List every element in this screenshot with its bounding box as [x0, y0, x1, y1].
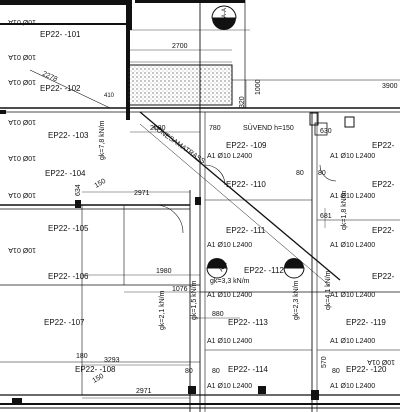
- label-ep115: EP22-: [372, 141, 395, 150]
- label-ep108: EP22- -108: [75, 365, 116, 374]
- svg-text:2080: 2080: [150, 125, 166, 132]
- label-ep104: EP22- -104: [45, 169, 86, 178]
- svg-text:gk=2,3 kN/m: gk=2,3 kN/m: [293, 280, 300, 320]
- svg-text:qk=1,8 kN/m: qk=1,8 kN/m: [341, 190, 348, 230]
- label-ep102: EP22- -102: [40, 84, 81, 93]
- svg-text:A1 Ø10 L2400: A1 Ø10 L2400: [330, 193, 375, 200]
- label-ep105: EP22- -105: [48, 224, 89, 233]
- svg-text:80: 80: [296, 170, 304, 177]
- svg-text:gk=1,5 kN/m: gk=1,5 kN/m: [191, 280, 198, 320]
- svg-text:80: 80: [318, 170, 326, 177]
- svg-text:A1 Ø10 L2400: A1 Ø10 L2400: [330, 242, 375, 249]
- svg-text:10Ø 01A: 10Ø 01A: [8, 78, 36, 85]
- svg-text:KONESAMATRASS: KONESAMATRASS: [151, 124, 206, 166]
- svg-text:A1 Ø10 L2400: A1 Ø10 L2400: [207, 242, 252, 249]
- svg-text:A-A: A-A: [222, 8, 228, 18]
- dimension-values: 2700 3900 1000 320 2278 410 2080 780 630…: [41, 43, 398, 395]
- svg-text:A1 Ø10 L2400: A1 Ø10 L2400: [330, 383, 375, 390]
- svg-text:3293: 3293: [104, 357, 120, 364]
- label-ep103: EP22- -103: [48, 131, 89, 140]
- svg-text:630: 630: [320, 128, 332, 135]
- svg-text:320: 320: [239, 96, 246, 108]
- svg-text:gk=7,8 kN/m: gk=7,8 kN/m: [99, 120, 106, 160]
- door-arcs: [154, 164, 337, 234]
- svg-text:880: 880: [212, 311, 224, 318]
- hatched-slab: [127, 64, 233, 106]
- svg-text:2971: 2971: [136, 388, 152, 395]
- svg-text:1000: 1000: [255, 79, 262, 95]
- svg-text:A1 Ø10 L2400: A1 Ø10 L2400: [207, 153, 252, 160]
- label-ep116: EP22-: [372, 180, 395, 189]
- svg-text:2278: 2278: [41, 70, 58, 83]
- svg-text:3900: 3900: [382, 83, 398, 90]
- svg-text:80: 80: [332, 368, 340, 375]
- svg-text:180: 180: [76, 353, 88, 360]
- label-ep106: EP22- -106: [48, 272, 89, 281]
- svg-text:150: 150: [92, 373, 106, 385]
- section-markers: [206, 5, 305, 279]
- label-ep109: EP22- -109: [226, 141, 267, 150]
- svg-text:410: 410: [104, 93, 115, 99]
- label-ep119: EP22- -119: [346, 318, 386, 327]
- svg-text:A1 Ø10 L2400: A1 Ø10 L2400: [207, 383, 252, 390]
- svg-text:681: 681: [320, 213, 332, 220]
- svg-text:A1 Ø10 L2400: A1 Ø10 L2400: [207, 292, 252, 299]
- svg-text:634: 634: [75, 184, 82, 196]
- svg-text:10Ø 01A: 10Ø 01A: [367, 358, 395, 365]
- svg-text:A1 Ø10 L2400: A1 Ø10 L2400: [207, 338, 252, 345]
- svg-text:780: 780: [209, 125, 221, 132]
- svg-text:150: 150: [94, 178, 108, 190]
- svg-text:2971: 2971: [134, 190, 150, 197]
- label-ep118: EP22-: [372, 272, 395, 281]
- label-ep111: EP22- -111: [226, 226, 266, 235]
- svg-text:qk=4,1 kN/m: qk=4,1 kN/m: [325, 270, 332, 310]
- svg-text:10Ø 01A: 10Ø 01A: [8, 246, 36, 253]
- label-ep101: EP22- -101: [40, 30, 81, 39]
- svg-text:gk=2,1 kN/m: gk=2,1 kN/m: [159, 290, 166, 330]
- svg-text:570: 570: [321, 356, 328, 368]
- svg-text:A1 Ø10 L2400: A1 Ø10 L2400: [330, 338, 375, 345]
- annotations: SÜVEND h=150 gk=3,3 kN/m KONESAMATRASS g…: [99, 8, 348, 330]
- svg-text:1980: 1980: [156, 268, 172, 275]
- svg-text:SÜVEND h=150: SÜVEND h=150: [243, 124, 294, 132]
- label-ep107: EP22- -107: [44, 318, 85, 327]
- column-marks: [0, 110, 355, 404]
- svg-text:80: 80: [185, 368, 193, 375]
- svg-text:10Ø 01A: 10Ø 01A: [8, 118, 36, 125]
- svg-text:2700: 2700: [172, 43, 188, 50]
- element-labels: EP22- -101 EP22- -102 EP22- -103 EP22- -…: [40, 30, 395, 374]
- svg-text:A1 Ø10 L2400: A1 Ø10 L2400: [330, 292, 375, 299]
- rebar-callouts-inverted: 10Ø 01A 10Ø 01A 10Ø 01A 10Ø 01A 10Ø 01A …: [8, 18, 395, 365]
- svg-text:80: 80: [212, 368, 220, 375]
- svg-text:10Ø 01A: 10Ø 01A: [8, 154, 36, 161]
- svg-text:A1 Ø10 L2400: A1 Ø10 L2400: [330, 153, 375, 160]
- svg-text:gk=3,3 kN/m: gk=3,3 kN/m: [210, 278, 250, 285]
- svg-text:10Ø 01A: 10Ø 01A: [8, 53, 36, 60]
- label-ep113: EP22- -113: [228, 318, 268, 327]
- svg-text:1076: 1076: [172, 286, 188, 293]
- svg-text:10Ø 01A: 10Ø 01A: [8, 191, 36, 198]
- label-ep117: EP22-: [372, 226, 395, 235]
- svg-text:10Ø 01A: 10Ø 01A: [8, 18, 36, 25]
- label-ep114: EP22- -114: [228, 365, 268, 374]
- label-ep112: EP22- -112: [244, 266, 284, 275]
- svg-text:A-A: A-A: [219, 261, 229, 273]
- rebar-callouts: A1 Ø10 L2400 A1 Ø10 L2400 A1 Ø10 L2400 A…: [207, 153, 375, 390]
- dimension-lines: [82, 49, 326, 399]
- label-ep110: EP22- -110: [226, 180, 266, 189]
- label-ep120: EP22- -120: [346, 365, 387, 374]
